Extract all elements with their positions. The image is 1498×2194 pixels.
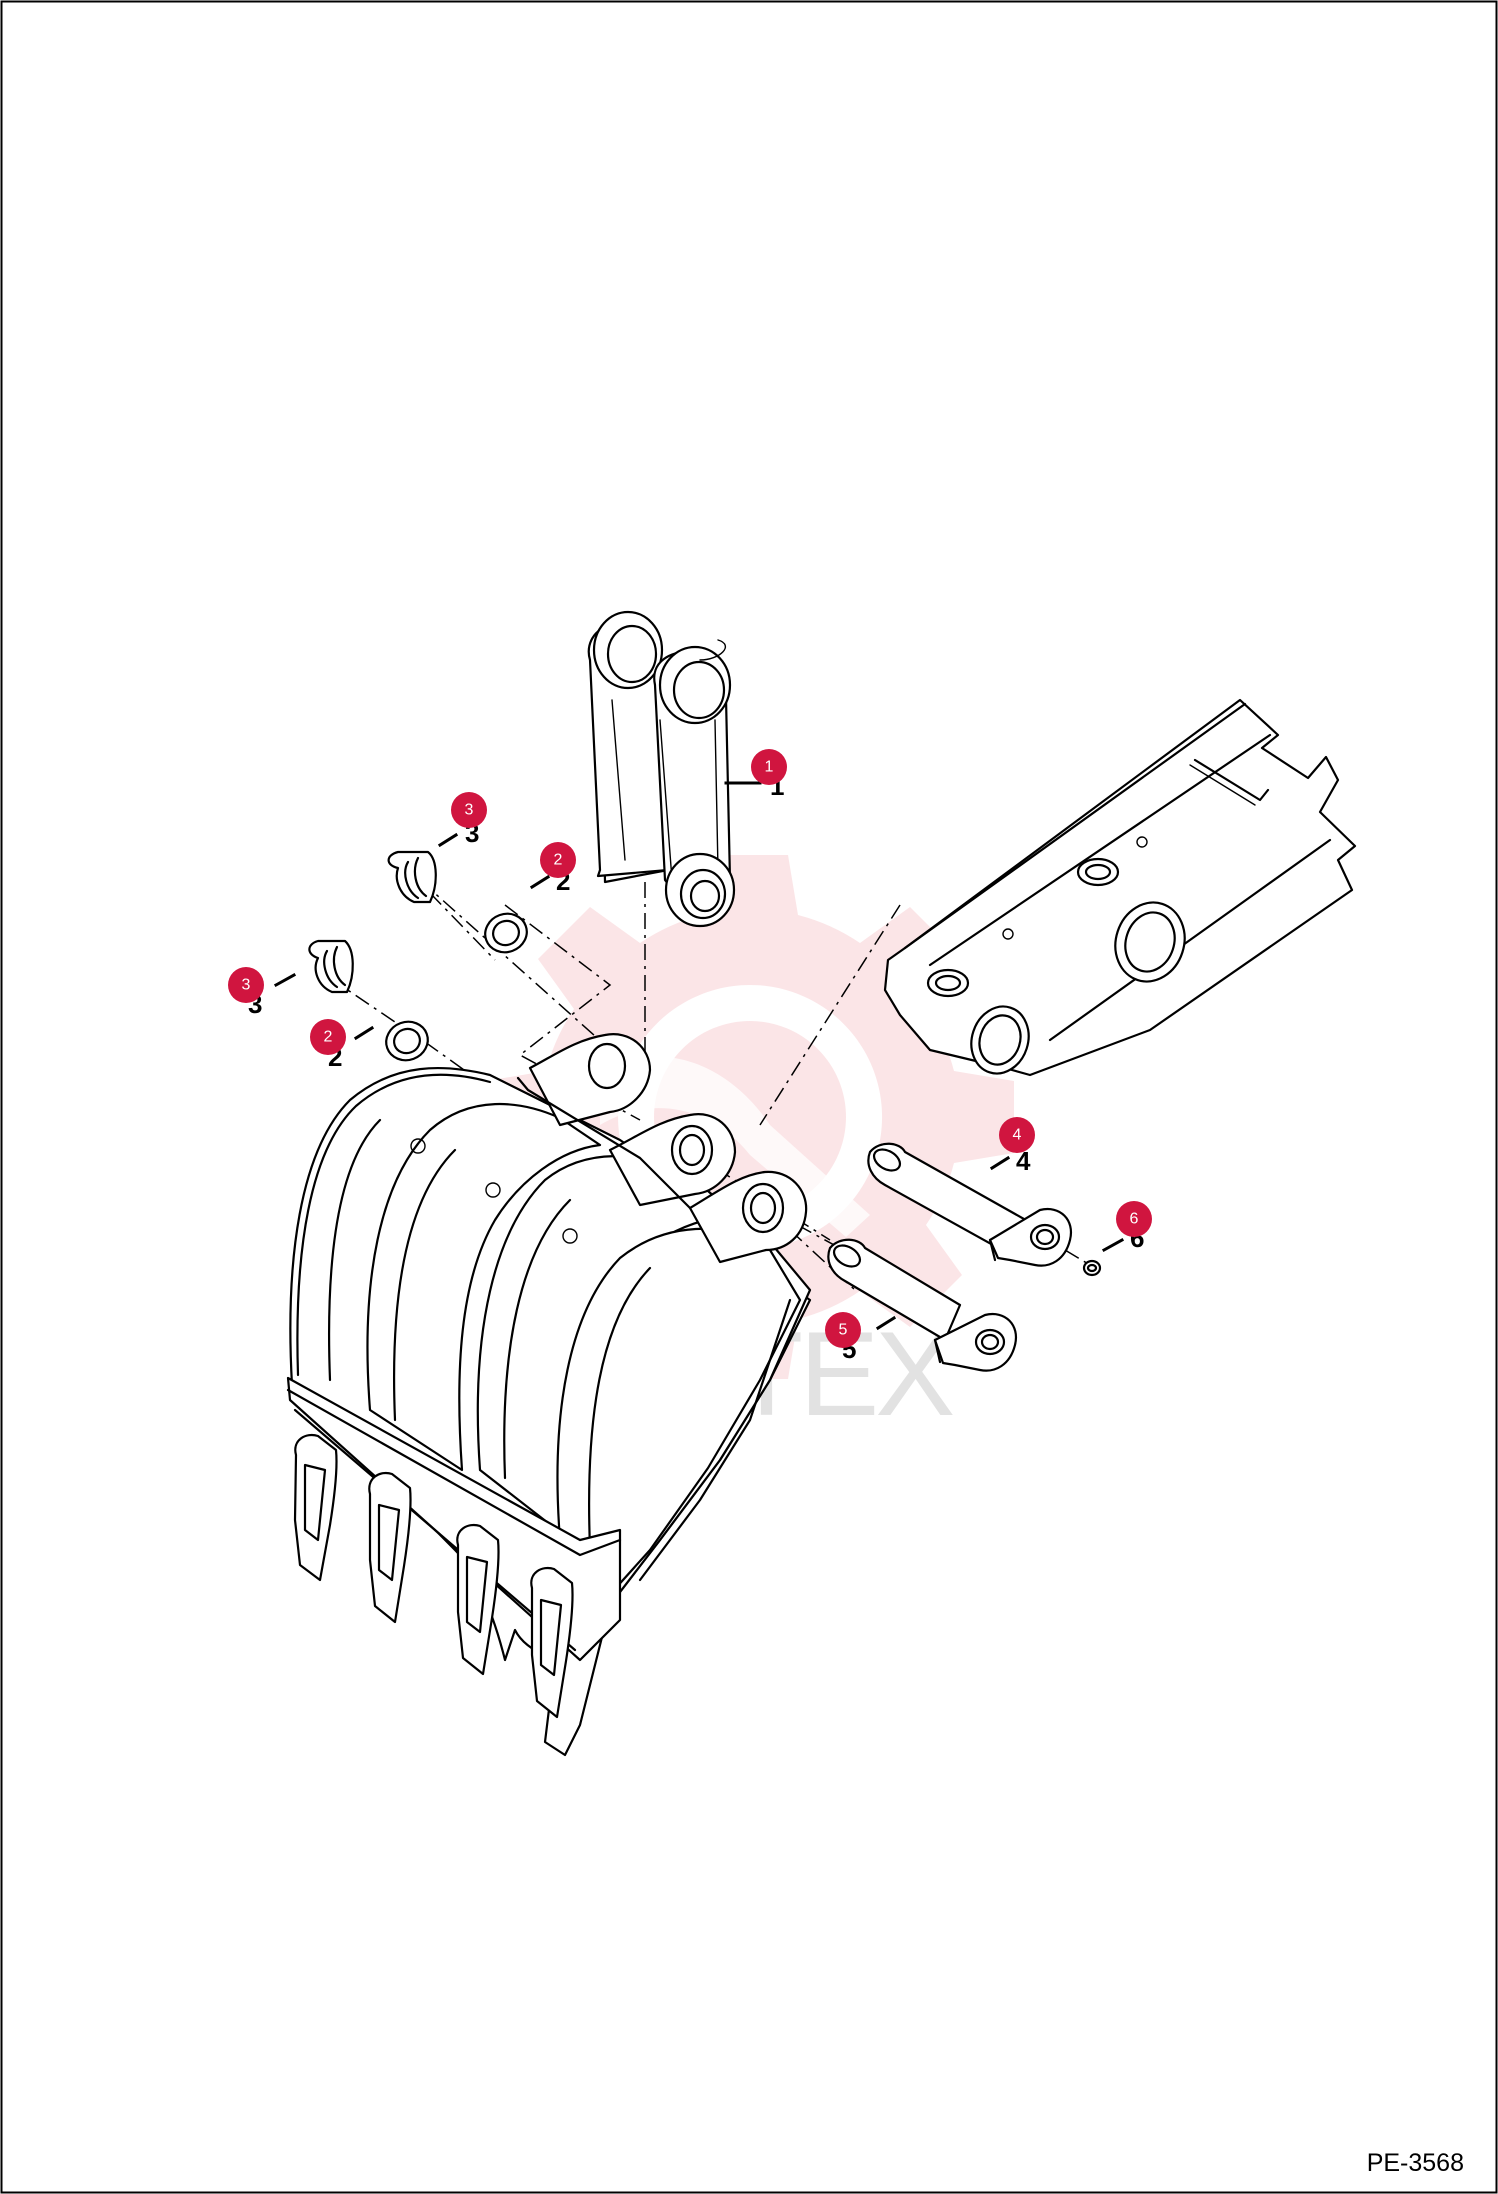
callout-marker-6[interactable]: 6 — [1116, 1201, 1152, 1237]
part-number-4: 4 — [1016, 1146, 1031, 1176]
callout-marker-3a[interactable]: 3 — [451, 792, 487, 828]
pin-part-5 — [827, 1238, 1018, 1372]
link-part — [587, 610, 736, 928]
pin-part-4 — [867, 1142, 1073, 1267]
svg-text:2: 2 — [554, 852, 563, 869]
drawing-code: PE-3568 — [1366, 2149, 1464, 2177]
callout-marker-1[interactable]: 1 — [751, 749, 787, 785]
callout-marker-3b[interactable]: 3 — [228, 967, 264, 1003]
arm-assembly — [883, 698, 1357, 1077]
callout-marker-5[interactable]: 5 — [825, 1312, 861, 1348]
svg-text:3: 3 — [242, 977, 251, 994]
svg-text:3: 3 — [465, 802, 474, 819]
bucket-part — [286, 1033, 812, 1757]
svg-text:5: 5 — [839, 1322, 848, 1339]
svg-text:6: 6 — [1130, 1211, 1139, 1228]
callout-marker-2a[interactable]: 2 — [540, 842, 576, 878]
callout-marker-2b[interactable]: 2 — [310, 1019, 346, 1055]
svg-text:1: 1 — [765, 759, 774, 776]
callout-markers: 1 2 2 3 3 4 5 6 — [228, 749, 1152, 1348]
bucket-teeth — [293, 1433, 574, 1719]
o-ring-parts — [385, 912, 528, 1062]
callout-marker-4[interactable]: 4 — [999, 1117, 1035, 1153]
svg-text:2: 2 — [324, 1029, 333, 1046]
snap-ring-parts — [308, 850, 437, 994]
svg-text:4: 4 — [1013, 1127, 1022, 1144]
bolt-part-6 — [1082, 1259, 1102, 1277]
